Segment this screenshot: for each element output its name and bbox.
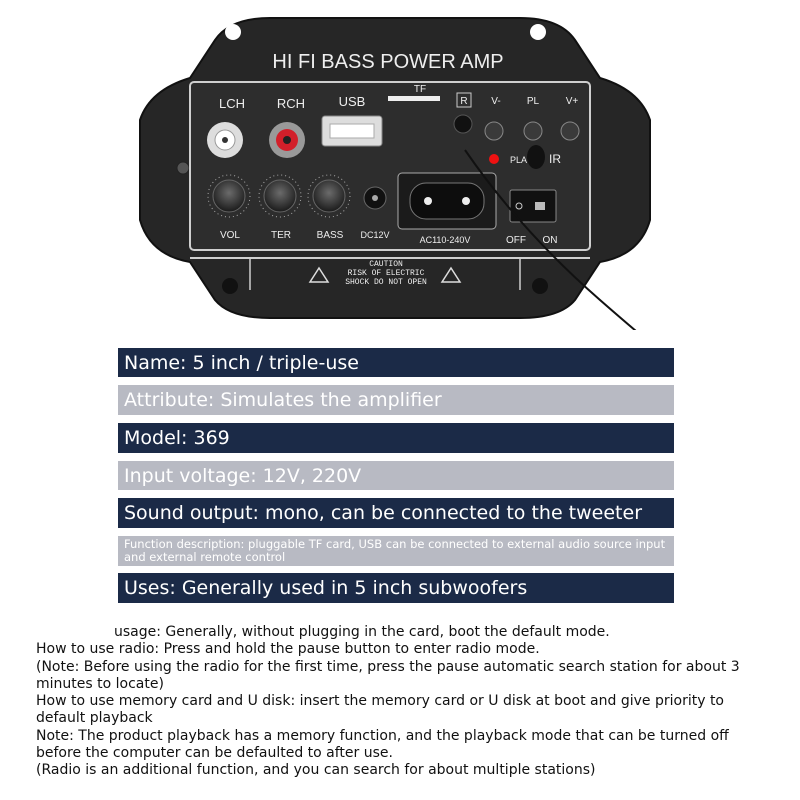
mount-hole: [530, 24, 546, 40]
note-line: usage: Generally, without plugging in th…: [114, 624, 610, 640]
amplifier-panel: HI FI BASS POWER AMP LCH RCH USB TF R V-…: [139, 17, 651, 330]
label-dc: DC12V: [360, 230, 389, 240]
treble-knob: [258, 174, 302, 218]
spec-bar-name: Name: 5 inch / triple-use: [118, 348, 674, 377]
power-led: [489, 154, 499, 164]
label-vol-up: V+: [566, 96, 579, 107]
spec-bar-input-voltage: Input voltage: 12V, 220V: [118, 461, 674, 490]
label-ac: AC110-240V: [420, 235, 471, 245]
panel-face: [189, 81, 591, 251]
caution-text: CAUTION: [369, 260, 403, 269]
antenna-wire: [464, 149, 637, 330]
mount-hole: [532, 278, 548, 294]
spec-text: Sound output: mono, can be connected to …: [124, 502, 643, 524]
label-ir: IR: [549, 152, 561, 166]
panel-title: HI FI BASS POWER AMP: [272, 51, 503, 73]
next-button: [560, 121, 580, 141]
label-rch: RCH: [277, 96, 305, 111]
vol-knob: [207, 174, 251, 218]
remote-jack: [453, 114, 473, 134]
spec-bar-sound-output: Sound output: mono, can be connected to …: [118, 498, 674, 528]
label-bass: BASS: [317, 230, 344, 241]
label-play: PL: [527, 96, 540, 107]
label-on: ON: [543, 235, 558, 246]
mount-hole: [225, 24, 241, 40]
label-tf: TF: [414, 84, 426, 95]
label-lch: LCH: [219, 96, 245, 111]
spec-text: Uses: Generally used in 5 inch subwoofer…: [124, 577, 528, 599]
spec-bar-model: Model: 369: [118, 423, 674, 453]
note-line: How to use radio: Press and hold the pau…: [36, 641, 540, 658]
usage-notes: usage: Generally, without plugging in th…: [36, 624, 776, 780]
label-vol: VOL: [220, 230, 240, 241]
spec-text: Input voltage: 12V, 220V: [124, 464, 362, 487]
power-switch: [509, 189, 557, 223]
ir-receiver: [527, 145, 545, 169]
spec-bar-uses: Uses: Generally used in 5 inch subwoofer…: [118, 573, 674, 603]
note-line: Note: The product playback has a memory …: [36, 727, 729, 762]
label-pla: PLA: [510, 155, 527, 165]
note-line: (Radio is an additional function, and yo…: [36, 762, 596, 779]
bass-knob: [307, 174, 351, 218]
tf-slot: [388, 96, 440, 101]
spec-text: Model: 369: [124, 427, 230, 449]
caution-text: SHOCK DO NOT OPEN: [345, 278, 427, 287]
spec-text: Function description: pluggable TF card,…: [124, 537, 666, 564]
spec-bar-attribute: Attribute: Simulates the amplifier: [118, 385, 674, 415]
label-r: R: [460, 96, 467, 107]
spec-text: Attribute: Simulates the amplifier: [124, 389, 442, 411]
spec-text: Name: 5 inch / triple-use: [124, 351, 359, 374]
warning-icon: [440, 266, 462, 283]
label-usb: USB: [339, 94, 366, 109]
label-ter: TER: [271, 230, 291, 241]
label-off: OFF: [506, 235, 526, 246]
spec-bar-function: Function description: pluggable TF card,…: [118, 536, 674, 566]
note-line: (Note: Before using the radio for the fi…: [36, 658, 740, 692]
mount-hole: [222, 278, 238, 294]
play-pause-button: [523, 121, 543, 141]
label-vol-down: V-: [491, 96, 500, 107]
screw-icon: [176, 161, 190, 175]
prev-button: [484, 121, 504, 141]
note-line: How to use memory card and U disk: inser…: [36, 693, 724, 727]
warning-icon: [308, 266, 330, 283]
caution-text: RISK OF ELECTRIC: [348, 269, 425, 278]
